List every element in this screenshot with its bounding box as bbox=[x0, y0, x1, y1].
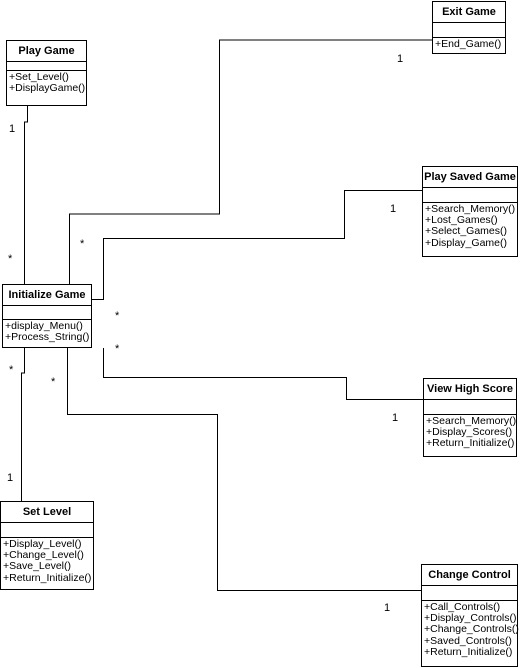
operation: +Return_Initialize() bbox=[426, 437, 515, 450]
class-set-level[interactable]: Set Level +Display_Level() +Change_Level… bbox=[0, 501, 94, 590]
operation: +Save_Level() bbox=[3, 560, 71, 573]
class-name: Set Level bbox=[1, 502, 93, 523]
multiplicity-label: 1 bbox=[9, 123, 16, 135]
operation: +Search_Memory() bbox=[425, 203, 516, 215]
attributes-compartment bbox=[3, 306, 91, 320]
operation: +Saved_Controls() bbox=[424, 634, 512, 647]
multiplicity-label: 1 bbox=[384, 602, 391, 614]
operation: +Search_Memory() bbox=[426, 415, 517, 427]
class-name: View High Score bbox=[424, 379, 516, 400]
operation: +Set_Level() bbox=[9, 71, 69, 83]
operation: +Display_Controls() bbox=[424, 612, 517, 625]
operations-compartment: +Search_Memory() +Lost_Games() +Select_G… bbox=[423, 203, 517, 251]
class-name: Exit Game bbox=[433, 2, 505, 23]
class-play-saved-game[interactable]: Play Saved Game +Search_Memory() +Lost_G… bbox=[422, 166, 518, 257]
operation: +Display_Scores() bbox=[426, 426, 513, 439]
class-exit-game[interactable]: Exit Game +End_Game() bbox=[432, 1, 506, 54]
operation: +Display_Level() bbox=[3, 538, 82, 550]
association-view-high-score bbox=[103, 348, 423, 400]
multiplicity-label: * bbox=[8, 253, 13, 265]
operation: +display_Menu() bbox=[5, 320, 83, 332]
multiplicity-label: * bbox=[115, 310, 120, 322]
multiplicity-label: 1 bbox=[392, 412, 399, 424]
class-name: Play Game bbox=[7, 41, 86, 62]
attributes-compartment bbox=[423, 188, 517, 203]
operations-compartment: +Search_Memory() +Display_Scores() +Retu… bbox=[424, 415, 516, 452]
attributes-compartment bbox=[1, 523, 93, 538]
class-initialize-game[interactable]: Initialize Game +display_Menu() +Process… bbox=[2, 284, 92, 348]
operation: +Call_Controls() bbox=[424, 601, 501, 613]
operation: +Select_Games() bbox=[425, 225, 507, 238]
operation: +Return_Initialize() bbox=[424, 645, 513, 658]
operations-compartment: +Set_Level() +DisplayGame() bbox=[7, 71, 86, 96]
class-name: Initialize Game bbox=[3, 285, 91, 306]
attributes-compartment bbox=[7, 62, 86, 71]
operations-compartment: +Display_Level() +Change_Level() +Save_L… bbox=[1, 538, 93, 586]
attributes-compartment bbox=[422, 586, 517, 601]
association-play-saved-game bbox=[92, 190, 422, 300]
operation: +Display_Game() bbox=[425, 236, 507, 249]
operations-compartment: +display_Menu() +Process_String() bbox=[3, 320, 91, 345]
operation: +DisplayGame() bbox=[9, 82, 86, 95]
multiplicity-label: * bbox=[80, 238, 85, 250]
association-exit-game bbox=[69, 39, 432, 284]
operation: +Lost_Games() bbox=[425, 214, 498, 227]
multiplicity-label: * bbox=[9, 364, 14, 376]
operations-compartment: +Call_Controls() +Display_Controls() +Ch… bbox=[422, 601, 519, 660]
operation: +Change_Controls() bbox=[424, 623, 519, 636]
multiplicity-label: 1 bbox=[397, 53, 404, 65]
operation: +Process_String() bbox=[5, 331, 90, 344]
multiplicity-label: * bbox=[51, 376, 56, 388]
association-change-control bbox=[67, 347, 421, 591]
class-change-control[interactable]: Change Control +Call_Controls() +Display… bbox=[421, 564, 519, 667]
operations-compartment: +End_Game() bbox=[433, 38, 505, 52]
operation: +Return_Initialize() bbox=[3, 571, 92, 584]
class-view-high-score[interactable]: View High Score +Search_Memory() +Displa… bbox=[423, 378, 517, 457]
operation: +End_Game() bbox=[435, 38, 502, 50]
association-set-level bbox=[21, 347, 25, 501]
attributes-compartment bbox=[433, 23, 505, 38]
class-play-game[interactable]: Play Game +Set_Level() +DisplayGame() bbox=[6, 40, 87, 106]
class-name: Play Saved Game bbox=[423, 167, 517, 188]
association-play-game bbox=[24, 106, 28, 284]
operation: +Change_Level() bbox=[3, 549, 84, 562]
multiplicity-label: * bbox=[115, 343, 120, 355]
multiplicity-label: 1 bbox=[7, 472, 14, 484]
class-name: Change Control bbox=[422, 565, 517, 586]
multiplicity-label: 1 bbox=[390, 203, 397, 215]
attributes-compartment bbox=[424, 400, 516, 415]
